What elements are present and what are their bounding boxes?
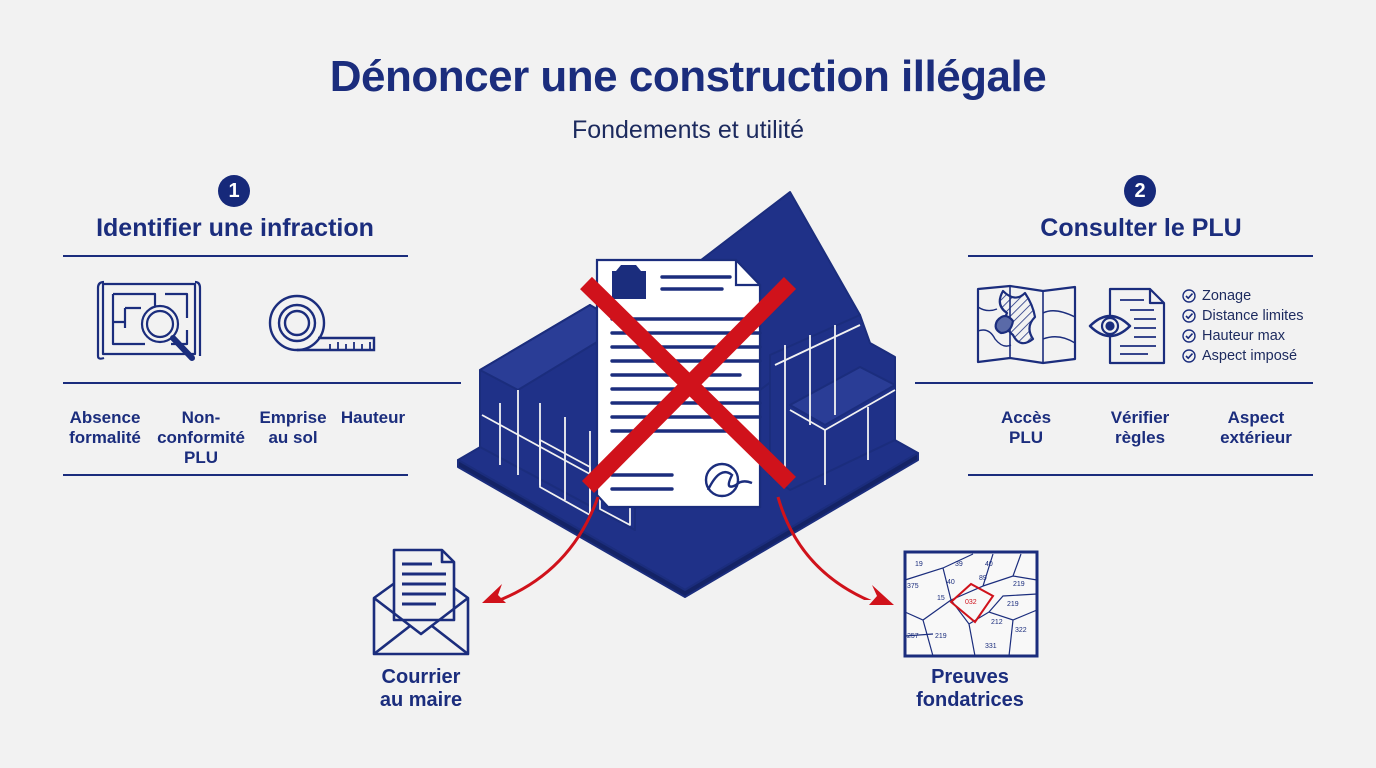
- arrowhead-left-icon: [482, 584, 506, 603]
- right-rule-top: [968, 255, 1313, 257]
- parcel-label: 219: [1013, 581, 1025, 588]
- right-rule-bottom: [968, 474, 1313, 476]
- parcel-label: 39: [955, 561, 963, 568]
- page-subtitle: Fondements et utilité: [571, 116, 805, 144]
- check-circle-icon: [1182, 309, 1196, 323]
- parcel-label: 331: [985, 643, 997, 650]
- left-rule-middle: [63, 382, 461, 384]
- parcel-label: 219: [935, 633, 947, 640]
- illegal-house-illustration: [457, 191, 919, 600]
- parcel-label: 15: [937, 595, 945, 602]
- arrowhead-right-icon: [869, 585, 894, 605]
- check-circle-icon: [1182, 329, 1196, 343]
- envelope-letter-icon: [372, 548, 470, 656]
- check-item-hauteur: Hauteur max: [1182, 326, 1304, 346]
- document-eye-icon: [1088, 287, 1166, 365]
- cadastre-map-icon: 19 39 40 89 375 40 219 15 032 219 212 32…: [903, 550, 1039, 658]
- check-item-aspect: Aspect imposé: [1182, 346, 1304, 366]
- parcel-label: 40: [947, 579, 955, 586]
- parcel-label: 212: [991, 619, 1003, 626]
- parcel-label: 257: [907, 633, 919, 640]
- left-rule-bottom: [63, 474, 408, 476]
- step-number-2: 2: [1124, 175, 1156, 207]
- parcel-label: 322: [1015, 627, 1027, 634]
- parcel-label: 375: [907, 583, 919, 590]
- parcel-label: 19: [915, 561, 923, 568]
- tape-measure-icon: [268, 294, 376, 352]
- right-rule-middle: [915, 382, 1313, 384]
- parcel-label: 219: [1007, 601, 1019, 608]
- zoning-map-icon: [976, 284, 1077, 365]
- parcel-label: 032: [965, 599, 977, 606]
- parcel-label: 89: [979, 575, 987, 582]
- right-section-title: Consulter le PLU: [1040, 214, 1242, 242]
- page-title: Dénoncer une construction illégale: [329, 52, 1047, 101]
- parcel-label: 40: [985, 561, 993, 568]
- plu-checklist: Zonage Distance limites Hauteur max Aspe…: [1182, 286, 1304, 366]
- label-hauteur: Hauteur: [340, 408, 406, 427]
- check-circle-icon: [1182, 349, 1196, 363]
- check-circle-icon: [1182, 289, 1196, 303]
- blueprint-magnifier-icon: [96, 280, 202, 361]
- check-item-distance: Distance limites: [1182, 306, 1304, 326]
- check-item-zonage: Zonage: [1182, 286, 1304, 306]
- left-section-title: Identifier une infraction: [96, 214, 374, 242]
- step-number-1: 1: [218, 175, 250, 207]
- left-rule-top: [63, 255, 408, 257]
